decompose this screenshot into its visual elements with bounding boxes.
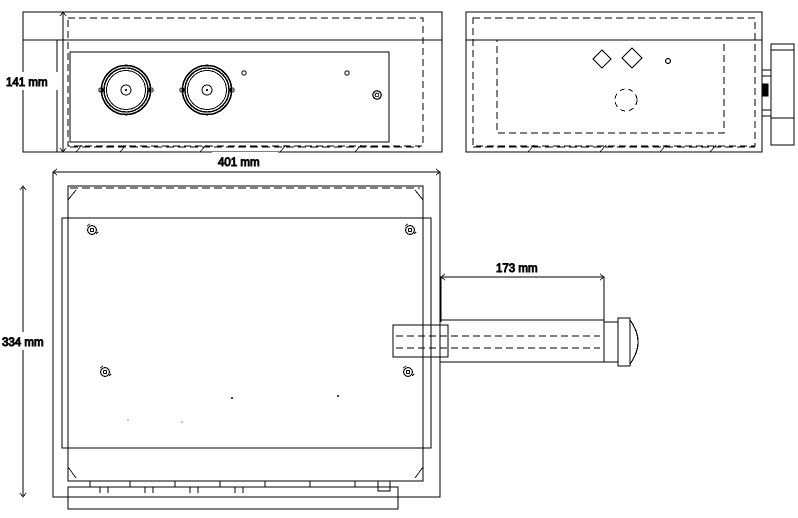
burner-knob-left-center-hole <box>120 84 132 96</box>
plan-mark-d <box>181 421 183 423</box>
rear-hidden-outline-b <box>496 39 725 134</box>
fastener-dot-left <box>241 70 247 76</box>
spout-flange <box>392 324 449 358</box>
knob-right-dot-east <box>229 87 235 93</box>
dimension-label-334: 334 mm <box>2 337 44 349</box>
fastener-dot-right <box>344 70 350 76</box>
rear-hidden-circle <box>614 88 638 112</box>
knob-left-dot-east <box>148 87 154 93</box>
spout-assembly <box>392 317 639 367</box>
burner-knob-left <box>98 64 154 116</box>
plan-corner-bevels <box>67 189 424 479</box>
diamond-hole-right <box>621 47 643 69</box>
front-control-panel <box>69 51 390 143</box>
burner-knob-right-center-hole <box>201 84 213 96</box>
rear-outer-body <box>465 11 763 153</box>
rear-elevation-view <box>465 11 795 153</box>
plan-mark-a <box>231 397 233 399</box>
mount-screw-bottom-left <box>99 365 112 377</box>
rear-foot-ticks <box>527 144 717 153</box>
diamond-hole-left <box>592 49 612 69</box>
burner-knob-right <box>179 64 235 116</box>
dimension-height-front: 141 mm <box>2 11 67 153</box>
rear-side-bracket <box>761 43 795 146</box>
rear-small-dot <box>664 57 671 64</box>
front-foot-ticks <box>75 144 362 153</box>
front-hidden-outline <box>67 17 424 147</box>
rear-hidden-outline-a <box>472 17 756 147</box>
spout-cap <box>629 319 639 365</box>
plan-mark-b <box>337 395 339 397</box>
mount-screw-bottom-right <box>402 365 415 377</box>
dimension-depth-overall: 334 mm <box>0 185 50 498</box>
dimension-width-overall: 401 mm <box>52 152 441 176</box>
mount-screw-top-left <box>86 223 99 235</box>
knob-left-dot-west <box>98 87 104 93</box>
plan-mark-c <box>127 419 129 421</box>
plan-foot-tabs <box>89 481 356 487</box>
mount-screw-top-right <box>404 223 417 235</box>
plan-inner-panel <box>61 217 432 449</box>
dimension-label-141: 141 mm <box>6 77 48 89</box>
plan-bottom-rail <box>67 480 399 510</box>
rail-notches <box>99 487 244 493</box>
dimension-spout-projection: 173 mm <box>440 259 605 322</box>
plan-main-body <box>67 185 424 482</box>
knob-right-dot-west <box>179 87 185 93</box>
plan-view: 173 mm 401 mm <box>0 152 639 510</box>
ringed-fastener <box>372 90 382 100</box>
dimension-label-173: 173 mm <box>496 263 538 275</box>
dimension-label-401: 401 mm <box>218 157 260 169</box>
front-elevation-view: 141 mm <box>2 11 443 153</box>
